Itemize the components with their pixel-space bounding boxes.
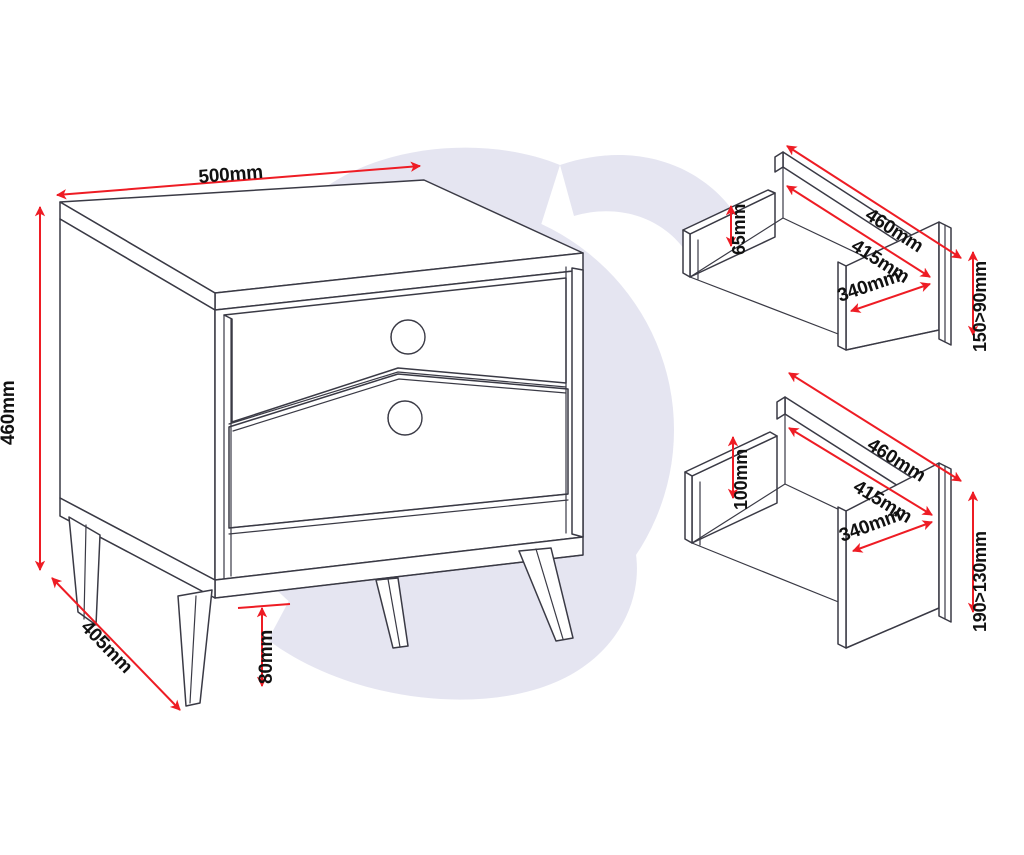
drawer-front-top-bevel (228, 371, 567, 425)
label-bottom-side-height: 100mm (731, 449, 751, 510)
dim-line-cabinet-width (55, 161, 422, 200)
drawer-knob-top (390, 319, 426, 355)
dim-line-bottom-inner-depth (852, 520, 933, 553)
cabinet-right-post (571, 267, 584, 538)
drawer-front-bottom (228, 373, 569, 529)
label-bottom-front-height: 190>130mm (970, 531, 990, 632)
leg-front-right (518, 547, 574, 642)
cabinet-dimension-lines (34, 161, 422, 711)
dim-line-bottom-inner-width (788, 427, 933, 516)
label-top-front-height: 150>90mm (970, 261, 990, 352)
bottom-drawer-left-side-outer (684, 471, 693, 544)
top-drawer-left-side-outer (682, 229, 691, 278)
leg-front-left (177, 589, 213, 707)
dim-guide-leg-top (237, 603, 291, 609)
bottom-drawer-dimension-lines (727, 372, 979, 614)
cabinet-inner-base-line-2 (228, 499, 569, 535)
label-cabinet-height: 460mm (0, 381, 19, 446)
dim-line-cabinet-depth (51, 577, 181, 711)
label-top-side-height: 65mm (729, 204, 749, 255)
top-drawer-back-panel-face (774, 151, 784, 173)
cabinet-body (59, 179, 584, 707)
leg-back-right-inner (387, 578, 401, 648)
bottom-drawer-body (684, 396, 952, 649)
bottom-drawer-back-panel-face (776, 396, 786, 420)
drawer-knob-bottom (387, 400, 423, 436)
top-drawer-dimension-lines (725, 145, 979, 337)
cabinet-inner-base-line (228, 493, 569, 529)
top-drawer-front-bottom-edge (845, 329, 940, 351)
drawer-front-bottom-top-line (232, 378, 567, 432)
leg-front-left-inner (189, 595, 197, 704)
leg-back-right (375, 577, 409, 649)
drawer-front-top (223, 277, 567, 423)
label-leg-height: 80mm (256, 630, 277, 684)
leg-front-right-inner (535, 548, 564, 640)
label-cabinet-depth: 405mm (76, 617, 136, 678)
cabinet-base-underside (59, 515, 584, 599)
dim-line-top-inner-width (786, 185, 931, 278)
dim-line-top-inner-depth (850, 282, 931, 313)
bottom-drawer-front-bottom-edge (845, 607, 940, 649)
label-cabinet-width: 500mm (198, 162, 264, 188)
